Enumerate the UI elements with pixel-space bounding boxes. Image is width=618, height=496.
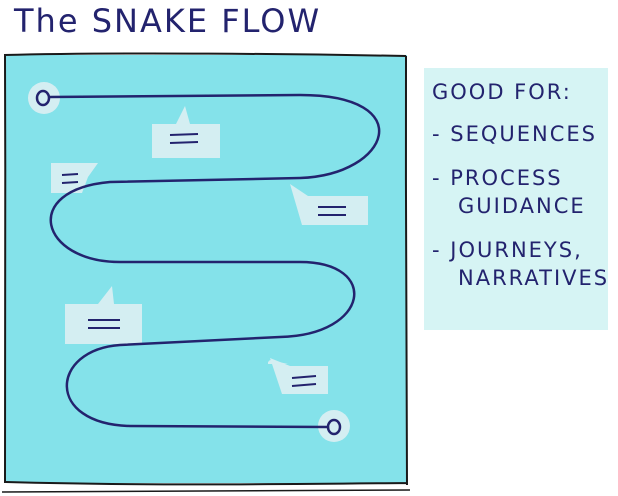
speech-bubble-4 — [65, 286, 142, 344]
notes-item-process: - PROCESS — [432, 166, 563, 190]
speech-bubble-1 — [152, 106, 220, 158]
end-node-halo — [318, 410, 350, 442]
end-node — [326, 418, 342, 436]
start-node — [35, 89, 51, 107]
start-node-halo — [28, 82, 60, 114]
notes-item-guidance: GUIDANCE — [458, 194, 586, 218]
notes-item-narratives: NARRATIVES — [458, 266, 610, 290]
speech-bubble-2 — [51, 163, 98, 193]
snake-path — [48, 93, 381, 429]
speech-bubble-3 — [290, 184, 368, 225]
notes-item-journeys: - JOURNEYS, — [432, 238, 583, 262]
good-for-notes: GOOD FOR: - SEQUENCES - PROCESS GUIDANCE… — [424, 68, 608, 330]
speech-bubble-5 — [268, 358, 328, 394]
notes-heading: GOOD FOR: — [432, 80, 572, 104]
notes-item-sequences: - SEQUENCES — [432, 122, 597, 146]
diagram-title: The SNAKE FLOW — [14, 2, 322, 40]
